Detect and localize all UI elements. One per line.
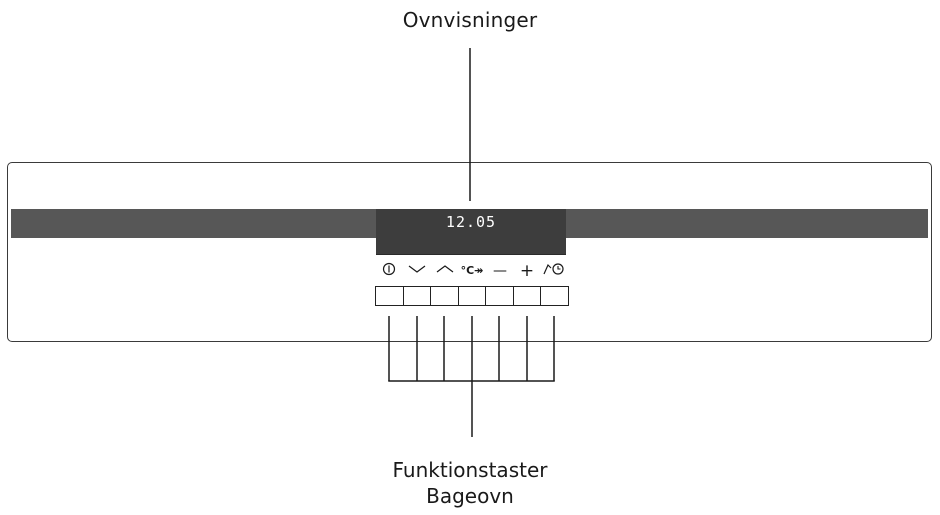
minus-icon: — (493, 263, 507, 279)
power-button[interactable] (376, 287, 404, 305)
temperature-button[interactable] (459, 287, 487, 305)
plus-button[interactable] (514, 287, 542, 305)
oven-display: 12.05 (376, 209, 566, 255)
display-label: Ovnvisninger (402, 8, 538, 32)
chevron-up-icon (431, 262, 459, 276)
chevron-down-icon (403, 262, 431, 276)
temperature-icon: °C↠ (460, 264, 484, 277)
function-keys (375, 286, 569, 306)
up-button[interactable] (431, 287, 459, 305)
minus-button[interactable] (486, 287, 514, 305)
function-keys-label: Funktionstaster Bageovn (0, 457, 940, 509)
plus-icon: + (519, 261, 535, 281)
function-keys-label-line2: Bageovn (426, 484, 514, 508)
keys-leader-lines (388, 316, 555, 437)
down-button[interactable] (404, 287, 432, 305)
display-time: 12.05 (445, 213, 497, 231)
function-keys-label-line1: Funktionstaster (392, 458, 548, 482)
power-icon (375, 262, 403, 276)
timer-icon (540, 262, 568, 276)
